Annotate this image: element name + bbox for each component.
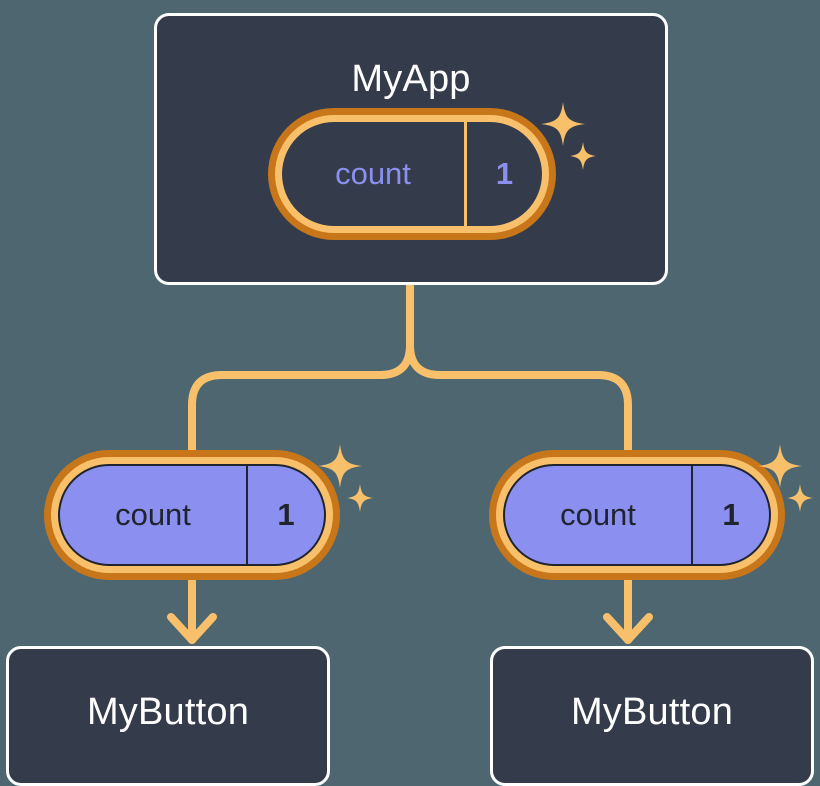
- signal-pill-body: count 1: [503, 464, 771, 566]
- connector-wires: [167, 281, 653, 644]
- signal-pill-ring: count 1: [51, 457, 333, 573]
- page-title: MyApp: [351, 58, 471, 100]
- arrow-down-icon: [167, 613, 217, 644]
- diagram-canvas: MyApp count 1 count 1 count: [6, 13, 814, 786]
- arrow-down-icon: [603, 613, 653, 644]
- signal-pill-myapp[interactable]: count 1: [268, 108, 556, 240]
- signal-pill-ring: count 1: [275, 115, 549, 233]
- signal-name: count: [335, 156, 411, 191]
- signal-value: 1: [691, 466, 769, 564]
- signal-pill-ring: count 1: [496, 457, 778, 573]
- signal-pill-child-left[interactable]: count 1: [44, 450, 340, 580]
- wire-root-to-left: [188, 281, 414, 456]
- node-label: MyButton: [570, 691, 734, 733]
- signal-pill-body: count 1: [58, 464, 326, 566]
- node-card-mybutton-right[interactable]: MyButton: [490, 646, 814, 786]
- node-label: MyButton: [86, 691, 250, 733]
- signal-pill-body: count 1: [282, 122, 542, 226]
- signal-value: 1: [464, 122, 542, 226]
- wire-root-to-right: [406, 281, 632, 456]
- signal-pill-child-right[interactable]: count 1: [489, 450, 785, 580]
- signal-name: count: [560, 497, 636, 532]
- signal-name: count: [115, 497, 191, 532]
- node-card-mybutton-left[interactable]: MyButton: [6, 646, 330, 786]
- signal-value: 1: [246, 466, 324, 564]
